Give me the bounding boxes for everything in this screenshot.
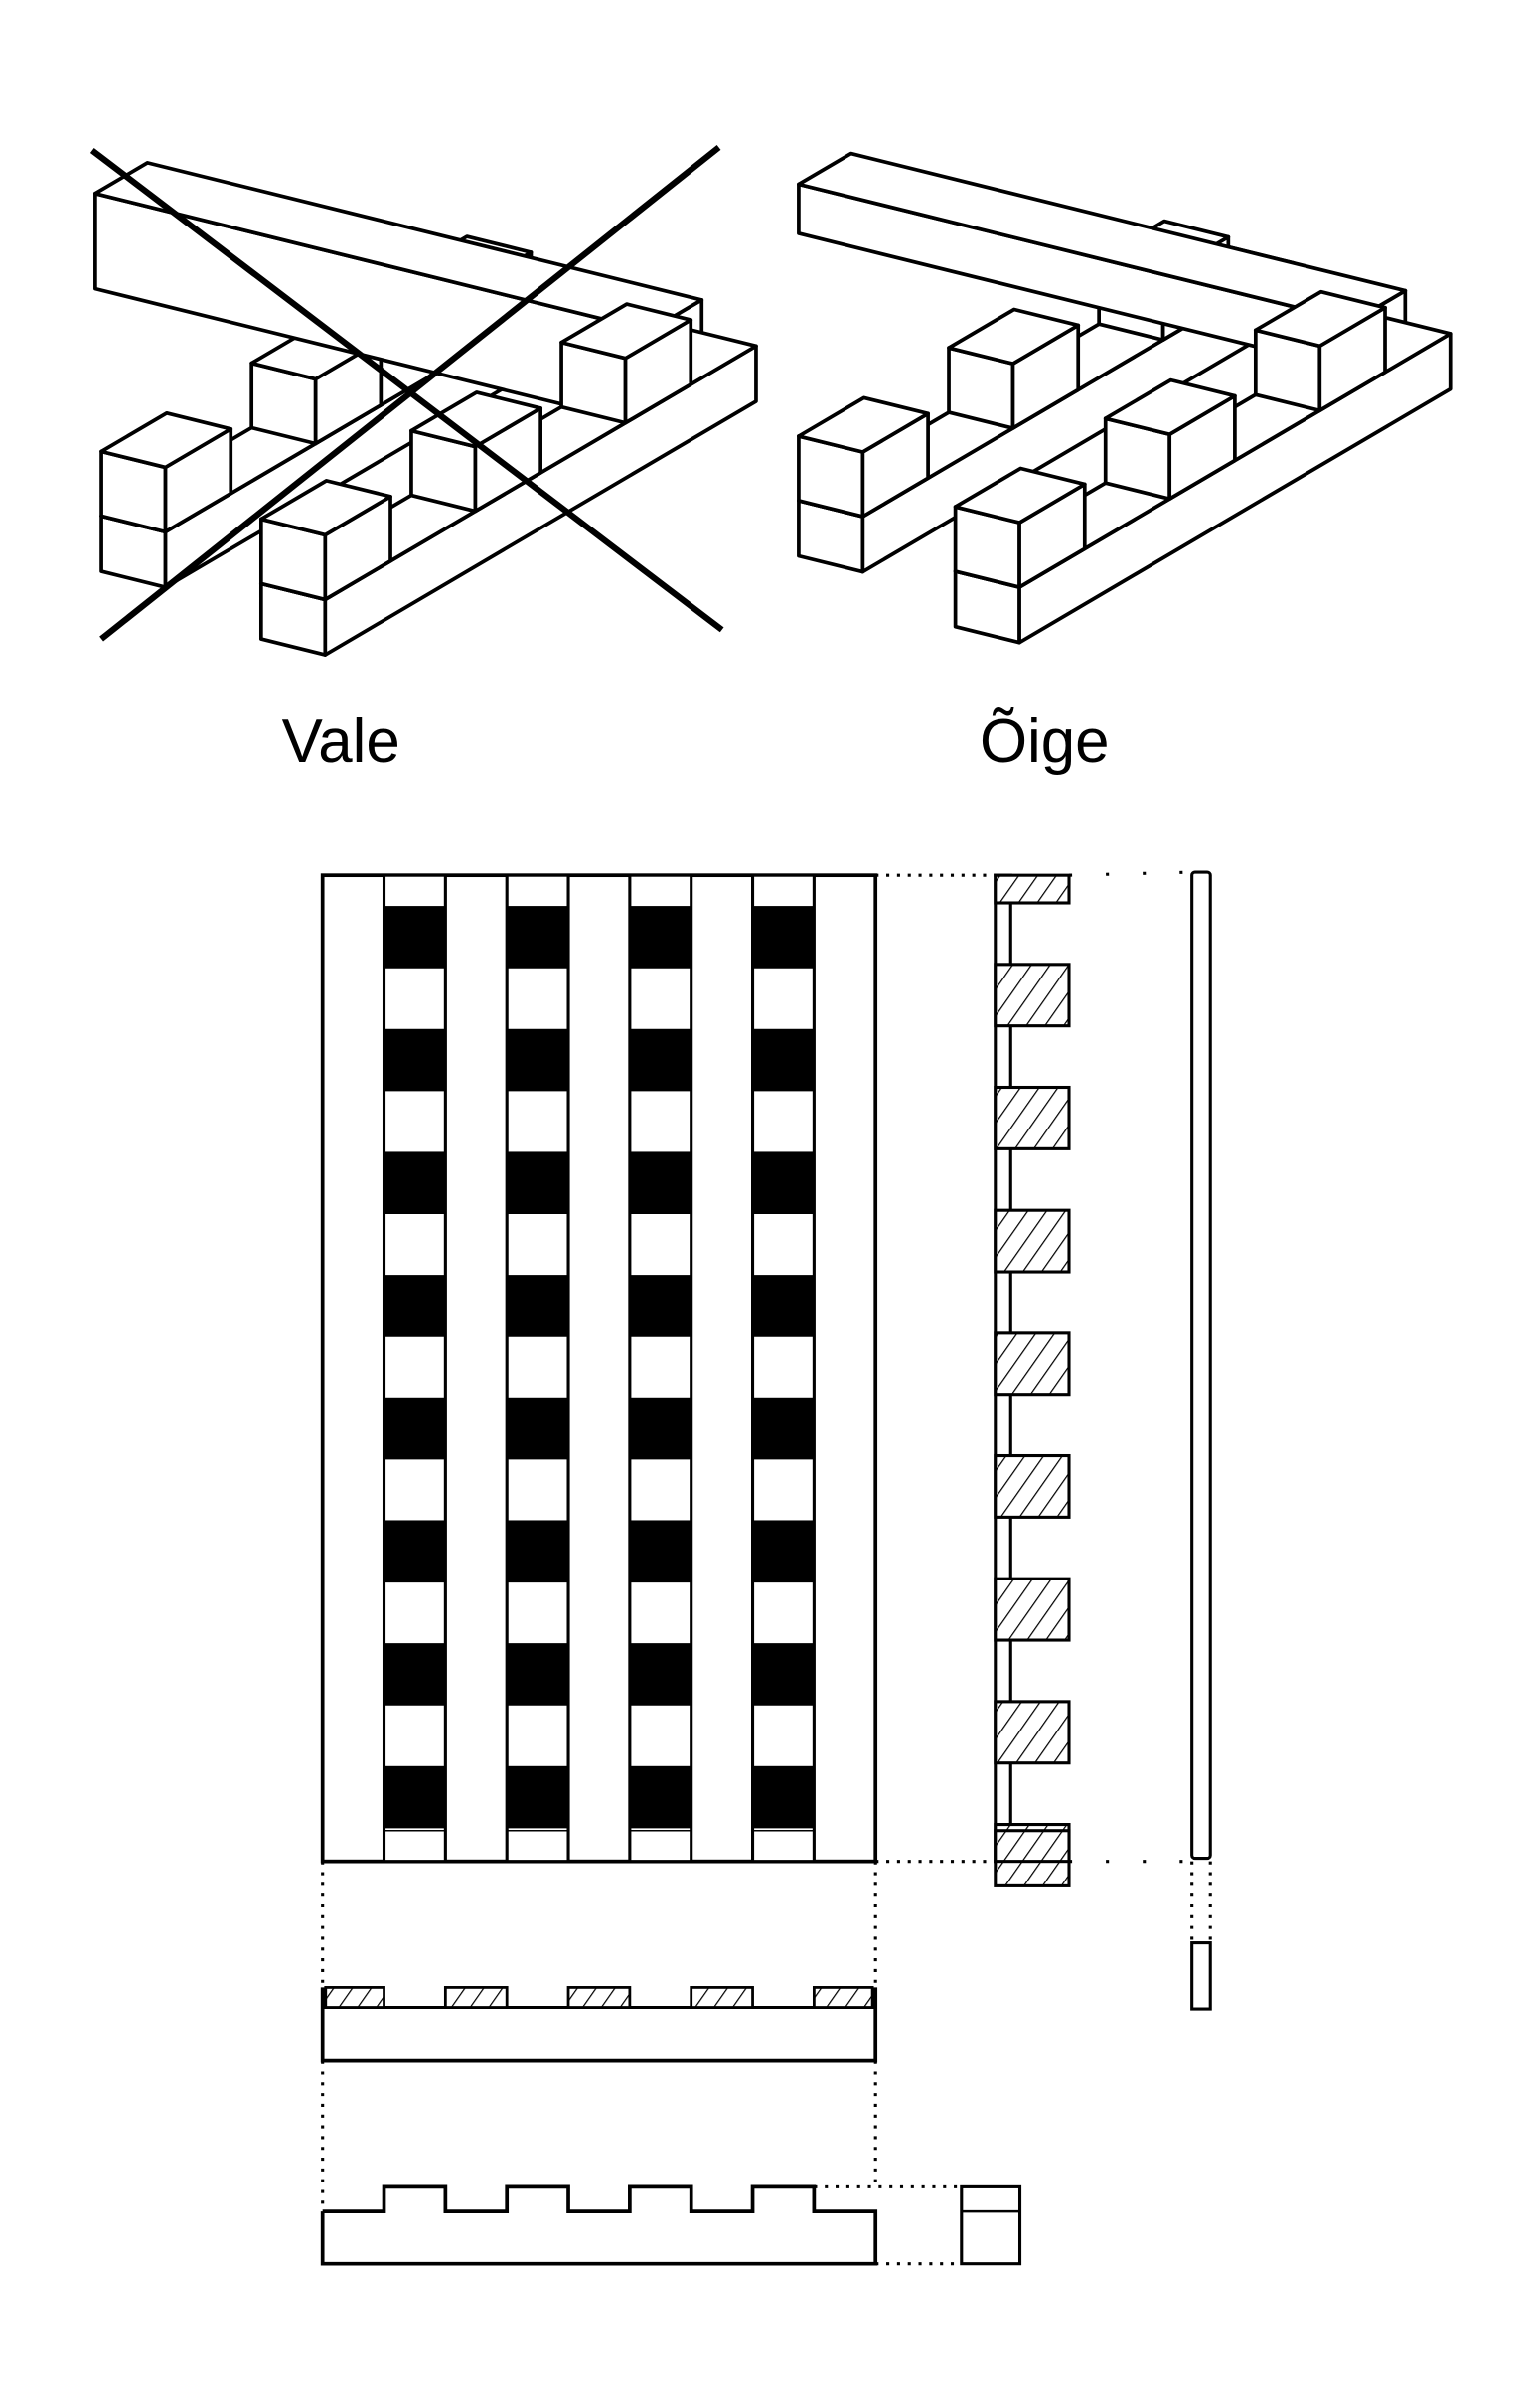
black-block [384, 1520, 446, 1582]
plan-view-grid [320, 873, 878, 1864]
black-block [629, 1397, 691, 1459]
black-block [629, 1643, 691, 1705]
black-block [507, 1520, 569, 1582]
cross-out-line [89, 148, 724, 633]
hatched-tab [994, 1829, 1071, 1864]
cross-out-line [99, 144, 721, 642]
black-block [384, 1643, 446, 1705]
hatched-tab [994, 963, 1071, 1028]
correct-joint-drawing [797, 151, 1453, 645]
black-block [507, 1275, 569, 1336]
hatched-tab [994, 1331, 1071, 1397]
side-section-view [994, 870, 1212, 2011]
hatched-tab [812, 1986, 874, 2009]
label-wrong: Vale [282, 707, 400, 776]
black-block [752, 1397, 815, 1459]
thin-bar [1190, 870, 1212, 1861]
bottom-section-views [320, 870, 1212, 2266]
hatched-tab [443, 1986, 509, 2009]
cross-bar-top-face [797, 151, 1408, 324]
black-block [752, 1643, 815, 1705]
black-block [384, 1028, 446, 1091]
black-block [752, 1151, 815, 1214]
slat-column [505, 873, 570, 1864]
back-beam-tooth-top-face [99, 410, 233, 470]
thin-bar-section [1190, 1941, 1212, 2011]
hatched-tab [324, 1986, 385, 2009]
end-view-square [960, 2184, 1022, 2266]
back-beam-tooth-top-face [797, 395, 930, 454]
hatched-tab [994, 1577, 1071, 1642]
black-block [629, 1520, 691, 1582]
slat-column [628, 873, 693, 1864]
front-beam-tooth-top-face [409, 390, 542, 449]
black-block [752, 906, 815, 968]
front-beam-tooth-top-face [1103, 377, 1237, 437]
black-block [629, 1275, 691, 1336]
projection-line [1068, 870, 1192, 877]
black-block [752, 1275, 815, 1336]
black-block [752, 1028, 815, 1091]
front-beam-tooth-top-face [559, 302, 693, 361]
front-beam-tooth-top-face [953, 466, 1087, 525]
black-block [384, 1765, 446, 1828]
black-block [629, 1151, 691, 1214]
black-block [384, 1397, 446, 1459]
front-beam-tooth-top-face [1253, 289, 1387, 349]
black-block [507, 1397, 569, 1459]
toothed-profile [320, 2184, 878, 2266]
black-block [384, 906, 446, 968]
back-beam-tooth-top-face [947, 307, 1081, 366]
hatched-tab [994, 873, 1071, 905]
hatched-tab [994, 1700, 1071, 1765]
black-block [629, 1765, 691, 1828]
hatched-tab [690, 1986, 754, 2009]
slat-column [382, 873, 447, 1864]
black-block [629, 906, 691, 968]
hatched-tab [994, 1085, 1071, 1150]
black-block [507, 1765, 569, 1828]
hatched-tab [566, 1986, 632, 2009]
wrong-joint-drawing [89, 144, 758, 657]
black-block [507, 906, 569, 968]
black-block [384, 1275, 446, 1336]
black-block [752, 1520, 815, 1582]
slat-column [750, 873, 816, 1864]
black-block [629, 1028, 691, 1091]
front-beam-tooth-top-face [258, 479, 392, 537]
label-right: Õige [980, 707, 1110, 776]
black-block [384, 1151, 446, 1214]
black-block [507, 1151, 569, 1214]
hatched-tab [994, 1208, 1071, 1274]
black-block [507, 1028, 569, 1091]
hatched-tab [994, 1453, 1071, 1519]
black-block [752, 1765, 815, 1828]
black-block [507, 1643, 569, 1705]
notched-cross-bar-top-face [93, 161, 704, 333]
